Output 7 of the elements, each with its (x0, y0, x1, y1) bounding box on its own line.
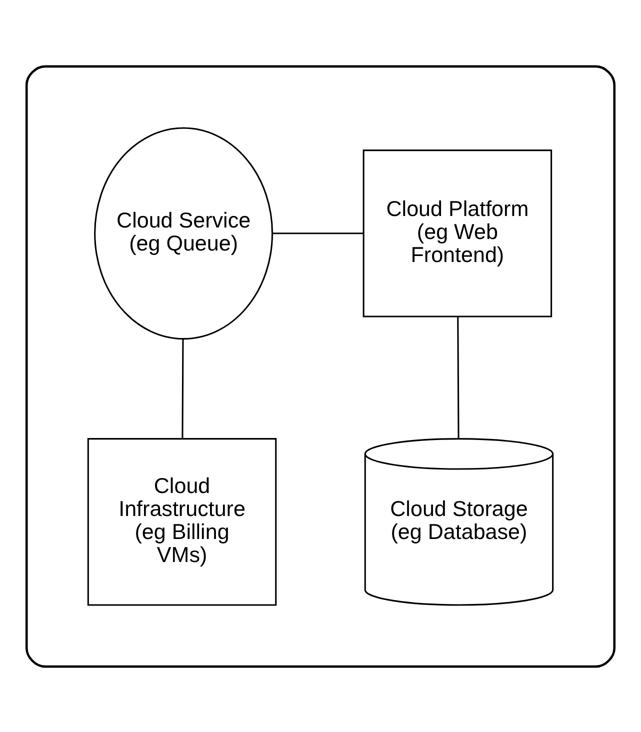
connector (182, 338, 184, 438)
connector (457, 316, 460, 438)
connector (272, 232, 363, 234)
node-ellipse: Cloud Service (eg Queue) (94, 126, 274, 340)
node-box: Cloud Infrastructure (eg Billing VMs) (87, 438, 277, 606)
node-box: Cloud Platform (eg Web Frontend) (362, 149, 552, 317)
cluster (25, 64, 616, 668)
